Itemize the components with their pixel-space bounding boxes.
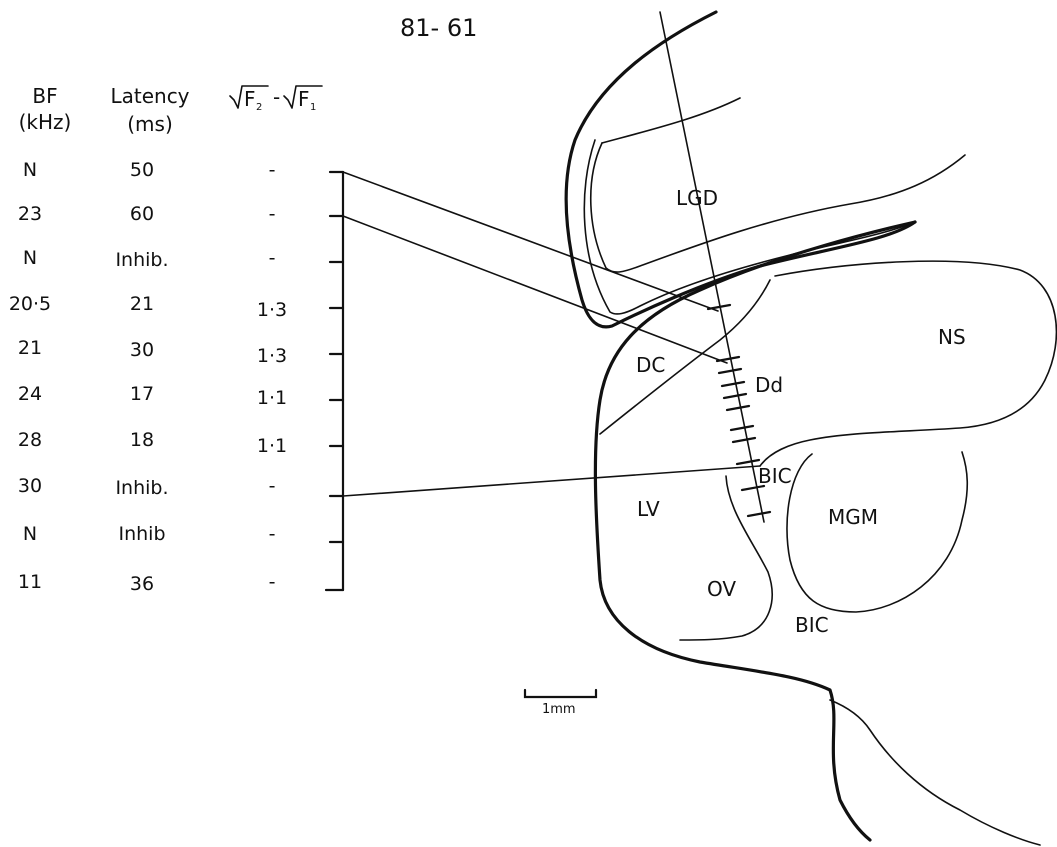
latency-header-line2: (ms) (127, 112, 173, 136)
row-2-latency: 60 (130, 203, 154, 225)
lgd-outline (590, 142, 966, 273)
dc-boundary (599, 279, 771, 435)
region-label-lv: LV (637, 497, 660, 521)
ventral-outer-boundary (829, 699, 1041, 846)
row-1-bf: N (23, 159, 37, 181)
row-5-sqrt: 1·3 (257, 345, 287, 367)
scale-bar-line (523, 688, 598, 699)
sqrt-header-f1: F (298, 87, 310, 111)
track-tick (746, 510, 772, 518)
row-8-bf: 30 (18, 475, 42, 497)
row-4-latency: 21 (130, 293, 154, 315)
sqrt-header-f2-sub: 2 (256, 102, 262, 113)
row-8-latency: Inhib. (115, 477, 168, 499)
row-1-latency: 50 (130, 159, 154, 181)
row-7-sqrt: 1·1 (257, 435, 287, 457)
sqrt-difference-header: F 2 - F 1 (229, 85, 323, 113)
ov-region-outline (679, 475, 773, 641)
region-label-dd: Dd (755, 373, 783, 397)
track-tick (706, 303, 732, 311)
figure-title: 81- 61 (400, 14, 477, 42)
row-6-bf: 24 (18, 383, 42, 405)
region-label-bic-upper: BIC (758, 464, 792, 488)
projection-lines (342, 171, 761, 497)
dorsal-outer-boundary (564, 10, 917, 329)
bf-header-line1: BF (32, 84, 57, 108)
sqrt-sign-2 (283, 85, 323, 109)
ns-region-outline (759, 260, 1057, 467)
scale-bar-label: 1mm (542, 702, 576, 717)
row-7-latency: 18 (130, 429, 154, 451)
region-label-mgm: MGM (828, 505, 878, 529)
latency-header-line1: Latency (110, 84, 189, 108)
electrode-track-scale (324, 170, 345, 592)
track-tick (735, 458, 761, 466)
lgd-inner-boundary (601, 97, 741, 144)
row-10-bf: 11 (18, 571, 42, 593)
row-4-bf: 20·5 (9, 293, 51, 315)
sqrt-header-f1-sub: 1 (310, 102, 316, 113)
row-5-latency: 30 (130, 339, 154, 361)
row-4-sqrt: 1·3 (257, 299, 287, 321)
electrode-track (659, 11, 772, 523)
projection-line (342, 465, 761, 497)
brain-outline (564, 10, 1057, 846)
region-label-bic-lower: BIC (795, 613, 829, 637)
row-3-latency: Inhib. (115, 249, 168, 271)
row-8-sqrt: - (269, 475, 276, 497)
table-rows: N 50 - 23 60 - N Inhib. - 20·5 21 1·3 21… (9, 159, 287, 595)
lgd-lower-boundary (583, 139, 916, 315)
track-tick (729, 424, 755, 432)
row-6-latency: 17 (130, 383, 154, 405)
projection-line (342, 171, 719, 312)
track-tick (715, 355, 741, 363)
row-3-sqrt: - (269, 247, 276, 269)
bf-header-line2: (kHz) (19, 110, 72, 134)
track-tick (720, 380, 746, 388)
region-label-ov: OV (707, 577, 736, 601)
row-1-sqrt: - (269, 159, 276, 181)
row-9-latency: Inhib (118, 523, 165, 545)
region-labels: LGD DC Dd NS BIC LV MGM OV BIC (636, 186, 966, 637)
sqrt-sign-1 (229, 85, 269, 109)
projection-line (342, 215, 728, 364)
row-10-sqrt: - (269, 571, 276, 593)
row-2-sqrt: - (269, 203, 276, 225)
track-tick (717, 367, 743, 375)
row-9-sqrt: - (269, 523, 276, 545)
row-6-sqrt: 1·1 (257, 387, 287, 409)
region-label-ns: NS (938, 325, 966, 349)
table-headers: BF (kHz) Latency (ms) F 2 - F 1 (19, 84, 323, 136)
region-label-dc: DC (636, 353, 665, 377)
sqrt-header-minus: - (273, 85, 280, 109)
row-9-bf: N (23, 523, 37, 545)
row-7-bf: 28 (18, 429, 42, 451)
electrode-track-line (659, 11, 765, 523)
track-tick (740, 484, 766, 492)
scale-bar: 1mm (523, 688, 598, 717)
region-label-lgd: LGD (676, 186, 718, 210)
track-tick (731, 436, 757, 444)
sqrt-header-f2: F (244, 87, 256, 111)
track-tick (722, 392, 748, 400)
mgb-lateral-boundary (593, 220, 917, 842)
track-tick (725, 404, 751, 412)
mgm-region-outline (786, 451, 969, 613)
row-2-bf: 23 (18, 203, 42, 225)
row-5-bf: 21 (18, 337, 42, 359)
row-10-latency: 36 (130, 573, 154, 595)
row-3-bf: N (23, 247, 37, 269)
